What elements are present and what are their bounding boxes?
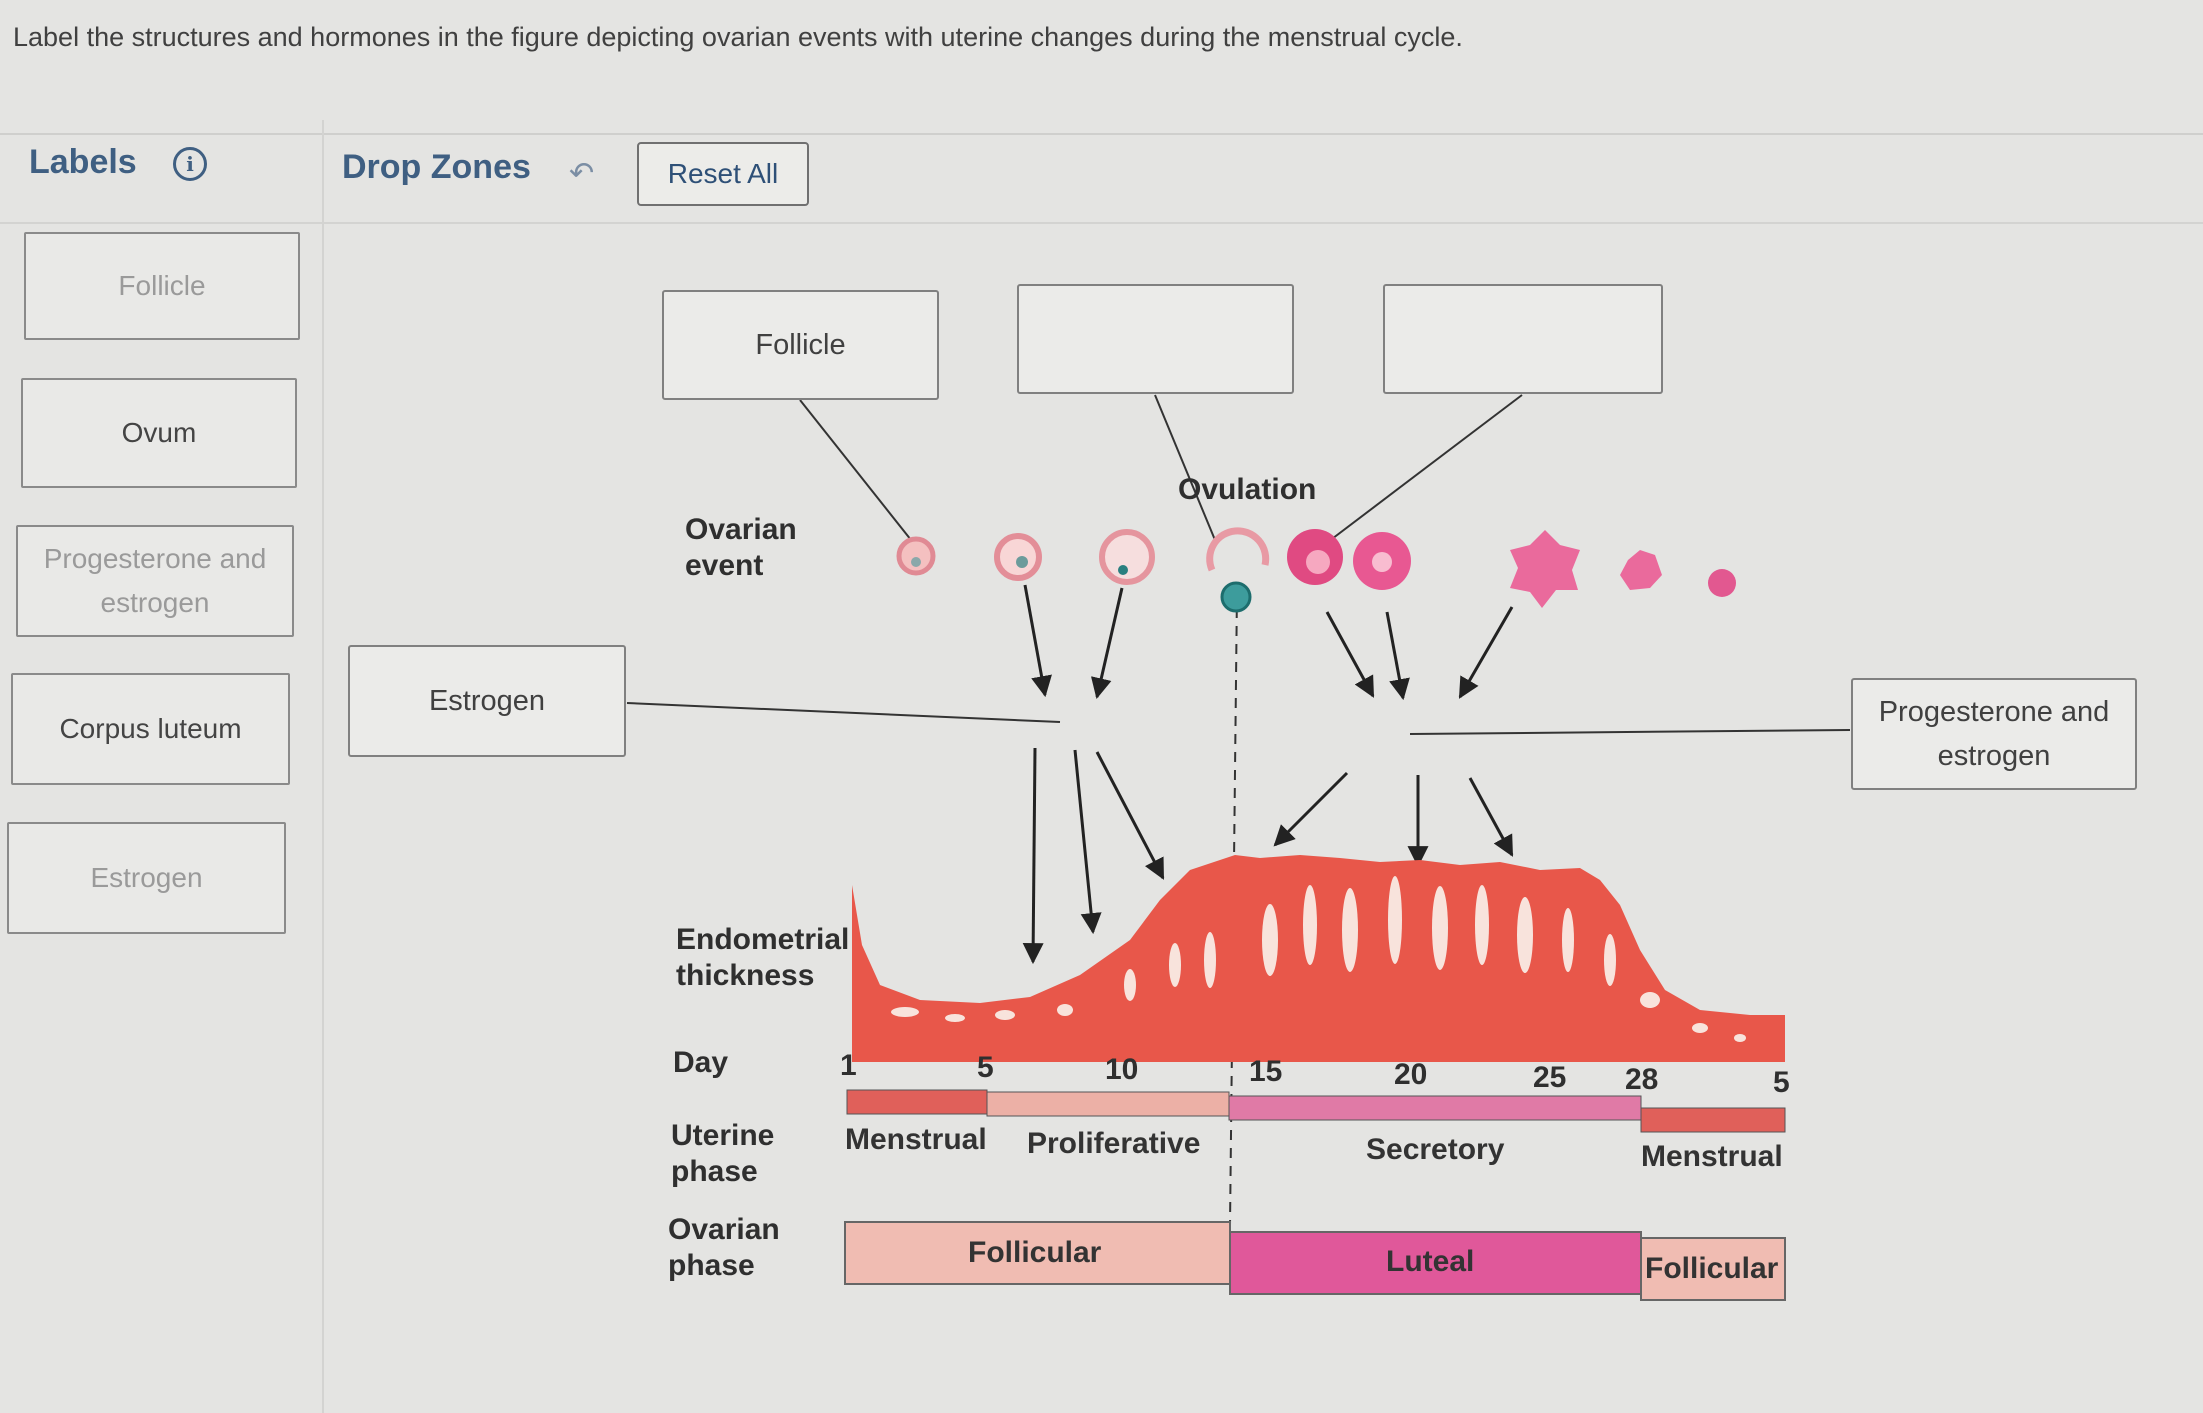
leader-line-progesterone — [1409, 729, 1851, 735]
ovulating-follicle — [1206, 527, 1270, 613]
arrow — [1325, 611, 1375, 698]
day-tick: 5 — [977, 1051, 994, 1084]
leader-line-estrogen — [626, 702, 1061, 723]
dropzone-progesterone-estrogen[interactable]: Progesterone and estrogen — [1851, 678, 2137, 790]
day-tick: 10 — [1105, 1053, 1139, 1086]
day-tick: 5 — [1773, 1066, 1790, 1099]
uterine-phase-proliferative: Proliferative — [1027, 1127, 1201, 1160]
label-card-corpus-luteum[interactable]: Corpus luteum — [11, 673, 290, 785]
arrow — [1273, 771, 1349, 847]
leader-line-follicle — [799, 399, 916, 546]
dropzone-estrogen[interactable]: Estrogen — [348, 645, 626, 757]
ovarian-phase-label: Ovarian phase — [668, 1213, 780, 1282]
corpus-luteum — [1287, 529, 1736, 608]
label-card-progesterone-estrogen[interactable]: Progesterone and estrogen — [16, 525, 294, 637]
arrow — [1023, 584, 1052, 698]
ovarian-phase-follicular-2: Follicular — [1645, 1252, 1779, 1285]
sidebar-divider — [322, 120, 324, 1413]
dropzone-top-left[interactable]: Follicle — [662, 290, 939, 400]
header-bottom-divider — [0, 222, 2203, 224]
ovarian-phase-follicular: Follicular — [968, 1236, 1102, 1269]
ovulation-label: Ovulation — [1178, 473, 1317, 506]
arrow — [1022, 747, 1044, 965]
leader-line-right — [1319, 394, 1523, 549]
info-icon[interactable]: i — [173, 147, 207, 181]
ovarian-phase-bar — [844, 1221, 1786, 1301]
developing-follicles — [896, 529, 1155, 585]
ovarian-phase-luteal: Luteal — [1386, 1245, 1475, 1278]
label-card-ovum[interactable]: Ovum — [21, 378, 297, 488]
dropzones-title: Drop Zones — [342, 148, 531, 186]
ovarian-event-label: Ovarian event — [685, 513, 797, 582]
arrow — [1458, 606, 1514, 699]
uterine-phase-bar — [846, 1089, 1786, 1133]
endometrial-thickness-label: Endometrial thickness — [676, 923, 850, 992]
leader-line-middle — [1154, 394, 1216, 541]
arrow — [1090, 587, 1124, 700]
instruction-text: Label the structures and hormones in the… — [13, 22, 1463, 52]
dropzone-top-middle[interactable] — [1017, 284, 1294, 394]
header-divider — [0, 133, 2203, 135]
undo-icon[interactable]: ↶ — [569, 157, 595, 190]
day-tick: 1 — [840, 1049, 857, 1082]
day-tick: 25 — [1533, 1061, 1567, 1094]
reset-all-button[interactable]: Reset All — [637, 142, 809, 206]
label-card-follicle[interactable]: Follicle — [24, 232, 300, 340]
arrow — [1468, 777, 1514, 857]
arrow — [1385, 611, 1410, 701]
dropzone-top-right[interactable] — [1383, 284, 1663, 394]
uterine-phase-label: Uterine phase — [671, 1119, 775, 1188]
uterine-phase-menstrual-2: Menstrual — [1641, 1140, 1783, 1173]
labels-title: Labels — [29, 143, 137, 181]
uterine-phase-menstrual: Menstrual — [845, 1123, 987, 1156]
arrow — [1095, 751, 1165, 880]
label-card-estrogen[interactable]: Estrogen — [7, 822, 286, 934]
day-tick: 28 — [1625, 1063, 1659, 1096]
uterine-phase-secretory: Secretory — [1366, 1133, 1505, 1166]
day-label: Day — [673, 1046, 729, 1079]
day-tick: 15 — [1249, 1055, 1283, 1088]
day-tick: 20 — [1394, 1058, 1428, 1091]
arrow — [1073, 749, 1102, 935]
endometrium — [852, 855, 1785, 1062]
